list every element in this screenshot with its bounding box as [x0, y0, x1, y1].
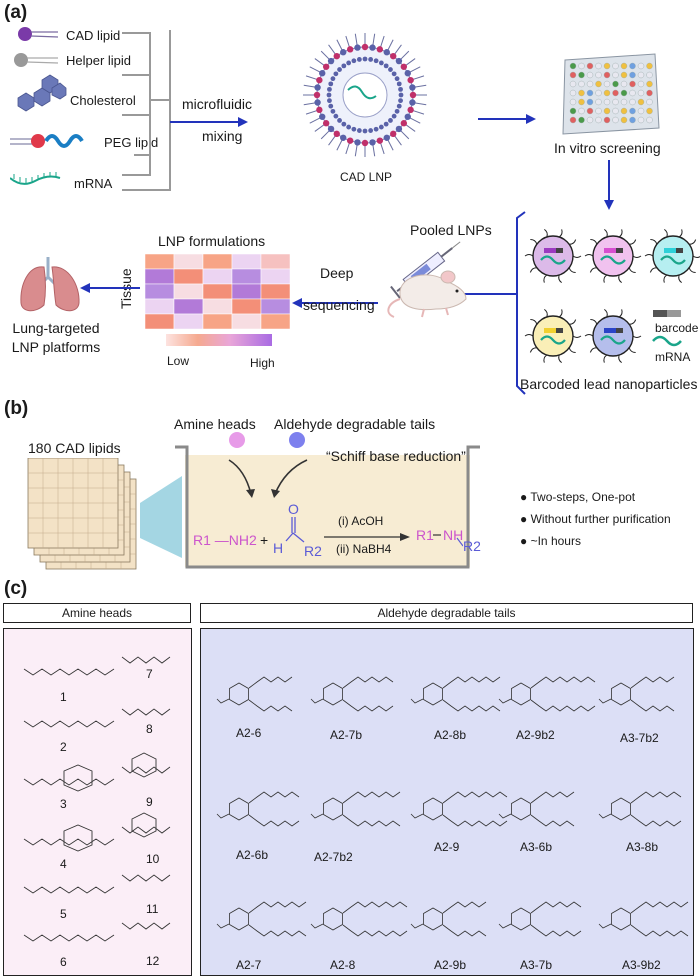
product-r2: R2: [463, 538, 481, 554]
barcoded-label: Barcoded lead nanoparticles: [520, 376, 698, 392]
arrow-to-barcoded: [604, 160, 614, 210]
amine-heads-header: Amine heads: [3, 603, 191, 623]
mrna-icon: [10, 172, 61, 185]
panel-b-label: (b): [4, 398, 29, 419]
aldehyde-r2: R2: [304, 543, 322, 559]
amine-label-1: 1: [60, 690, 67, 704]
scale-low: Low: [167, 354, 190, 368]
product-nh: NH: [443, 527, 464, 543]
bullet-2: ● Without further purification: [520, 512, 671, 526]
ald-label-10: A3-8b: [626, 840, 659, 854]
amine-label-3: 3: [60, 797, 67, 811]
heatmap-colorbar: [166, 334, 272, 346]
cholesterol-label: Cholesterol: [70, 93, 136, 108]
barcode-mrna-label: mRNA: [655, 350, 691, 364]
mixing-label-2: mixing: [202, 128, 243, 144]
amine-label-6: 6: [60, 955, 67, 969]
step-2: (ii) NaBH4: [336, 542, 392, 556]
amine-label-10: 10: [146, 852, 160, 866]
barcoded-nanoparticles: [516, 211, 700, 395]
ald-label-9: A3-6b: [520, 840, 553, 854]
aldehyde-h: H: [273, 540, 284, 556]
cad-lnp-label: CAD LNP: [340, 170, 393, 184]
lipids-count-label: 180 CAD lipids: [28, 440, 121, 456]
lung-label-1: Lung-targeted: [12, 320, 100, 336]
arrow-to-lungs: [80, 283, 140, 293]
peg-lipid-icon: [10, 134, 84, 148]
cad-lipid-label: CAD lipid: [66, 28, 121, 43]
arrow-to-screening: [478, 114, 536, 124]
bullet-1: ● Two-steps, One-pot: [520, 490, 636, 504]
aldehyde-tails-header: Aldehyde degradable tails: [200, 603, 693, 623]
plus-sign: +: [260, 532, 269, 548]
panel-a-label: (a): [4, 2, 28, 23]
bullet-3: ● ~In hours: [520, 534, 581, 548]
aldehyde-bonds: [285, 517, 305, 543]
amine-label-4: 4: [60, 857, 67, 871]
ald-label-14: A3-7b: [520, 958, 553, 972]
ald-label-2: A2-7b: [330, 728, 363, 742]
aldehyde-structures-panel: [200, 628, 694, 976]
heatmap-title: LNP formulations: [158, 233, 266, 249]
ald-label-8: A2-9: [434, 840, 460, 854]
arrow-to-heatmap: [292, 298, 378, 308]
cad-lipid-icon: [18, 27, 59, 41]
amine-label-5: 5: [60, 907, 67, 921]
mrna-label: mRNA: [74, 176, 113, 191]
aldehyde-o: O: [288, 501, 299, 517]
ald-label-4: A2-9b2: [516, 728, 555, 742]
helper-lipid-label: Helper lipid: [66, 53, 132, 68]
lnp-components-icons: [10, 27, 84, 185]
mixing-label-1: microfluidic: [182, 96, 253, 112]
well-plate-icon: [562, 53, 660, 135]
amine-label-2: 2: [60, 740, 67, 754]
deep-label-1: Deep: [320, 265, 354, 281]
lungs-icon: [20, 257, 80, 312]
mixing-bracket: [122, 30, 248, 191]
reactor-vessel: [175, 445, 480, 569]
helper-lipid-icon: [14, 53, 59, 67]
ald-label-12: A2-8: [330, 958, 356, 972]
peg-lipid-label: PEG lipid: [104, 135, 159, 150]
panel-c-label: (c): [4, 578, 28, 599]
ald-label-3: A2-8b: [434, 728, 467, 742]
reagent-drops: [228, 432, 308, 498]
reaction-label: “Schiff base reduction”: [326, 448, 466, 464]
amine-label-7: 7: [146, 667, 153, 681]
amine-label-12: 12: [146, 954, 160, 968]
product-r1: R1: [416, 527, 434, 543]
amine-label-8: 8: [146, 722, 153, 736]
ald-label-5: A3-7b2: [620, 731, 659, 745]
cad-lnp-icon: [303, 33, 427, 157]
cholesterol-icon: [17, 74, 67, 112]
ald-label-6: A2-6b: [236, 848, 269, 862]
barcode-label: barcode: [655, 321, 699, 335]
scale-high: High: [250, 356, 275, 370]
ald-label-15: A3-9b2: [622, 958, 661, 972]
pooled-lnps-label: Pooled LNPs: [410, 222, 492, 238]
ald-label-7: A2-7b2: [314, 850, 353, 864]
amine-structures-panel: [3, 628, 192, 976]
aldehyde-structures: [216, 676, 689, 937]
ald-label-11: A2-7: [236, 958, 262, 972]
lung-label-2: LNP platforms: [11, 339, 101, 355]
lipid-library-icon: [27, 458, 182, 570]
aldehyde-tails-label: Aldehyde degradable tails: [274, 416, 436, 432]
product-bonds: [433, 534, 463, 547]
amine-label-9: 9: [146, 795, 153, 809]
heatmap: [144, 253, 291, 330]
deep-label-2: sequencing: [303, 297, 375, 313]
reaction-arrow: [324, 533, 410, 541]
amine-label-11: 11: [146, 902, 159, 916]
ald-label-13: A2-9b: [434, 958, 467, 972]
reactant-amine: R1 —NH2: [193, 532, 257, 548]
screening-label: In vitro screening: [554, 140, 661, 156]
step-1: (i) AcOH: [338, 514, 384, 528]
mouse-icon: [387, 270, 467, 318]
amine-structures: [23, 656, 171, 942]
ald-label-1: A2-6: [236, 726, 262, 740]
amine-heads-label: Amine heads: [174, 416, 256, 432]
